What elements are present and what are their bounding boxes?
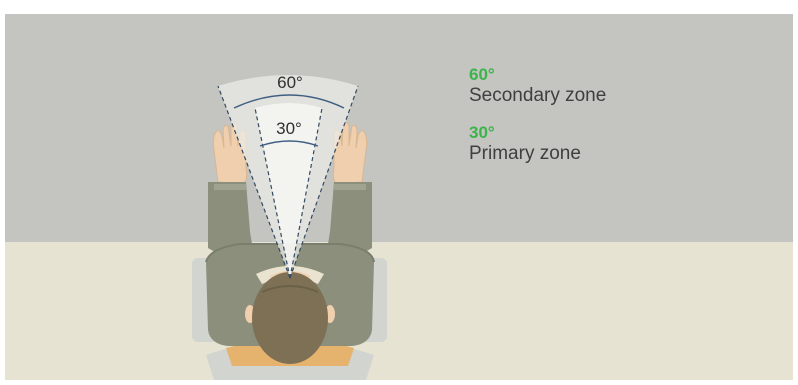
secondary-zone-angle-label: 60° xyxy=(277,73,303,92)
left-sleeve xyxy=(208,182,254,262)
primary-zone-angle-label: 30° xyxy=(276,119,302,138)
primary-zone-right-boundary xyxy=(289,107,323,279)
person xyxy=(205,121,375,364)
right-cuff xyxy=(334,184,366,190)
secondary-zone-left-boundary xyxy=(217,85,291,279)
primary-zone-sector xyxy=(255,103,322,278)
legend-secondary-name: Secondary zone xyxy=(469,85,607,106)
legend-primary-name: Primary zone xyxy=(469,143,581,164)
secondary-zone-arc xyxy=(233,94,345,109)
legend-primary-angle: 30° xyxy=(469,123,495,142)
primary-zone-left-boundary xyxy=(254,107,291,279)
zone-legend: 60° Secondary zone 30° Primary zone xyxy=(469,66,769,182)
secondary-zone-right-boundary xyxy=(289,85,359,279)
left-cuff xyxy=(214,184,246,190)
viewing-zones: 60° 30° xyxy=(217,73,359,279)
right-sleeve xyxy=(326,182,372,262)
legend-item-primary: 30° Primary zone xyxy=(469,124,769,166)
desk-surface xyxy=(5,242,793,380)
wall-background xyxy=(5,14,793,242)
head-hair xyxy=(252,272,328,364)
hair-line xyxy=(261,285,319,293)
legend-item-secondary: 60° Secondary zone xyxy=(469,66,769,108)
legend-secondary-angle: 60° xyxy=(469,65,495,84)
primary-zone-arc xyxy=(259,140,319,147)
